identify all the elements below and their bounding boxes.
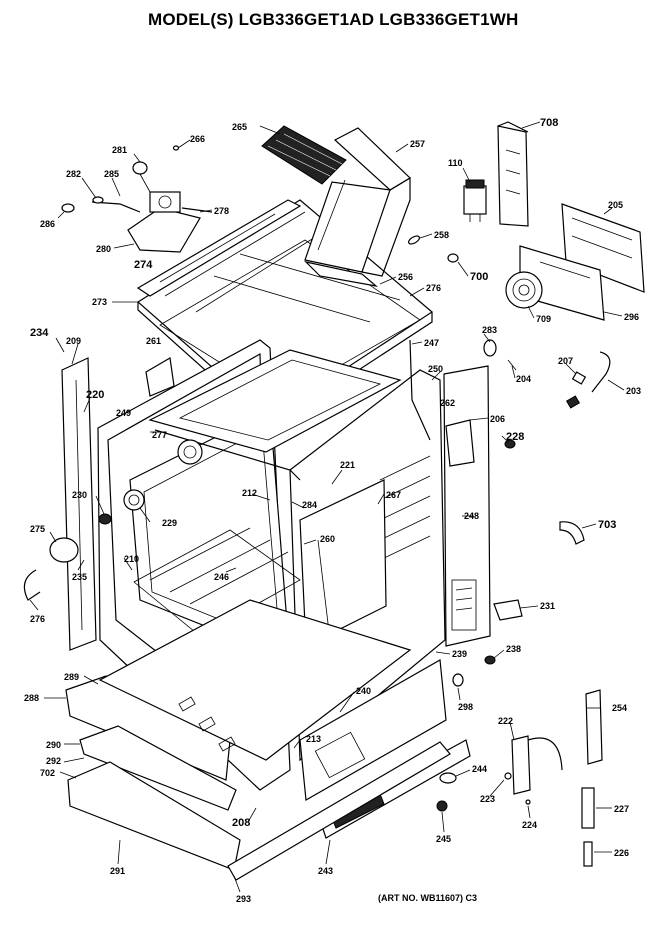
callout-700: 700 bbox=[470, 271, 488, 283]
callout-292: 292 bbox=[46, 756, 61, 766]
callout-205: 205 bbox=[608, 200, 623, 210]
callout-709: 709 bbox=[536, 314, 551, 324]
callout-274: 274 bbox=[134, 259, 153, 271]
callout-210: 210 bbox=[124, 554, 139, 564]
callout-702: 702 bbox=[40, 768, 55, 778]
callout-239: 239 bbox=[452, 649, 467, 659]
callout-246: 246 bbox=[214, 572, 229, 582]
top-rear-rail bbox=[136, 199, 302, 297]
callout-260: 260 bbox=[320, 534, 335, 544]
callout-703: 703 bbox=[598, 519, 616, 531]
right-side-panel-248 bbox=[443, 365, 491, 647]
callout-226: 226 bbox=[614, 848, 629, 858]
callout-286: 286 bbox=[40, 219, 55, 229]
igniter-110 bbox=[463, 179, 487, 222]
callout-284: 284 bbox=[302, 500, 317, 510]
bottom-front-frame bbox=[227, 659, 471, 881]
callout-293: 293 bbox=[236, 894, 251, 904]
callout-285: 285 bbox=[104, 169, 119, 179]
small-parts-258-700 bbox=[407, 235, 459, 263]
callout-204: 204 bbox=[516, 374, 531, 384]
callout-273: 273 bbox=[92, 297, 107, 307]
callout-254: 254 bbox=[612, 703, 627, 713]
callout-265: 265 bbox=[232, 122, 247, 132]
callout-276b: 276 bbox=[30, 614, 45, 624]
bracket-708 bbox=[497, 121, 529, 227]
callout-227: 227 bbox=[614, 804, 629, 814]
callout-235: 235 bbox=[72, 572, 87, 582]
callout-708: 708 bbox=[540, 117, 558, 129]
hinge-parts bbox=[504, 689, 603, 867]
callout-249: 249 bbox=[116, 408, 131, 418]
oven-light-assembly bbox=[23, 489, 145, 601]
callout-277: 277 bbox=[152, 430, 167, 440]
gas-valve-assembly-278 bbox=[61, 161, 213, 253]
callout-266: 266 bbox=[190, 134, 205, 144]
callout-228: 228 bbox=[506, 431, 524, 443]
callout-238: 238 bbox=[506, 644, 521, 654]
callout-256: 256 bbox=[398, 272, 413, 282]
callout-250: 250 bbox=[428, 364, 443, 374]
callout-213: 213 bbox=[306, 734, 321, 744]
callout-275: 275 bbox=[30, 524, 45, 534]
wire-247 bbox=[409, 339, 431, 441]
callout-267: 267 bbox=[386, 490, 401, 500]
burner-709 bbox=[505, 271, 543, 309]
callout-231: 231 bbox=[540, 601, 555, 611]
callout-203: 203 bbox=[626, 386, 641, 396]
callout-207: 207 bbox=[558, 356, 573, 366]
callout-248: 248 bbox=[464, 511, 479, 521]
callout-222: 222 bbox=[498, 716, 513, 726]
broiler-drawer bbox=[65, 599, 412, 871]
callout-258: 258 bbox=[434, 230, 449, 240]
callout-243: 243 bbox=[318, 866, 333, 876]
screw-266 bbox=[172, 145, 180, 151]
callout-224: 224 bbox=[522, 820, 537, 830]
callout-280: 280 bbox=[96, 244, 111, 254]
callout-212: 212 bbox=[242, 488, 257, 498]
callout-206: 206 bbox=[490, 414, 505, 424]
callout-247: 247 bbox=[424, 338, 439, 348]
broiler-burner bbox=[148, 349, 402, 481]
callout-245: 245 bbox=[436, 834, 451, 844]
callout-296: 296 bbox=[624, 312, 639, 322]
callout-110: 110 bbox=[448, 158, 463, 168]
burner-cover-285 bbox=[261, 125, 347, 185]
art-number: (ART NO. WB11607) C3 bbox=[378, 893, 478, 903]
callout-290: 290 bbox=[46, 740, 61, 750]
callout-208: 208 bbox=[232, 817, 250, 829]
callout-276: 276 bbox=[426, 283, 441, 293]
callout-244: 244 bbox=[472, 764, 487, 774]
right-small-parts bbox=[483, 339, 611, 621]
callout-288: 288 bbox=[24, 693, 39, 703]
callout-283: 283 bbox=[482, 325, 497, 335]
callout-261: 261 bbox=[146, 336, 161, 346]
callout-291: 291 bbox=[110, 866, 125, 876]
callout-234: 234 bbox=[30, 327, 49, 339]
callout-230: 230 bbox=[72, 490, 87, 500]
callout-262: 262 bbox=[440, 398, 455, 408]
callout-223: 223 bbox=[480, 794, 495, 804]
callout-labels: 266 265 257 110 708 281 282 285 278 286 … bbox=[24, 117, 641, 904]
lower-right-small-parts bbox=[452, 655, 496, 687]
burner-box-205 bbox=[561, 203, 645, 293]
model-title: MODEL(S) LGB336GET1AD LGB336GET1WH bbox=[148, 10, 519, 29]
callout-282: 282 bbox=[66, 169, 81, 179]
callout-229: 229 bbox=[162, 518, 177, 528]
leader-lines bbox=[29, 121, 625, 893]
callout-220: 220 bbox=[86, 389, 104, 401]
callout-257: 257 bbox=[410, 139, 425, 149]
callout-240: 240 bbox=[356, 686, 371, 696]
left-rear-panel bbox=[61, 357, 97, 651]
callout-281: 281 bbox=[112, 145, 127, 155]
callout-289: 289 bbox=[64, 672, 79, 682]
callout-221: 221 bbox=[340, 460, 355, 470]
bracket-261 bbox=[145, 357, 175, 397]
callout-209: 209 bbox=[66, 336, 81, 346]
callout-278: 278 bbox=[214, 206, 229, 216]
callout-298: 298 bbox=[458, 702, 473, 712]
vent-duct-257 bbox=[304, 127, 411, 287]
